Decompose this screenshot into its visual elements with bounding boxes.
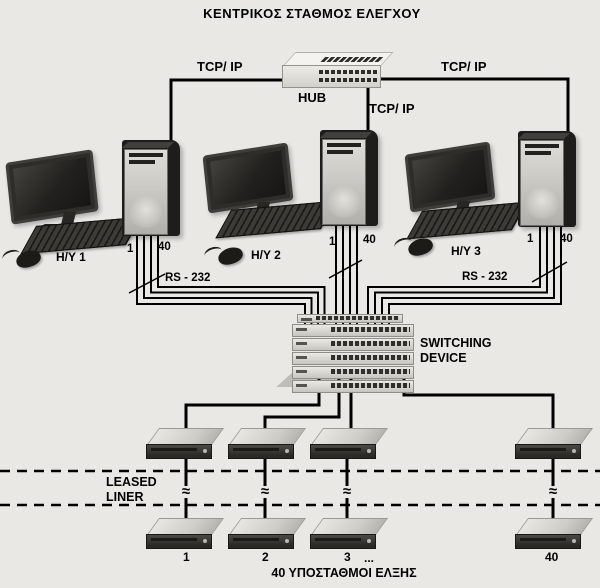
modem-bottom-4 [515,518,594,551]
pc-tower-1-top [122,142,174,148]
switch-unit-5 [292,380,414,393]
rs232-middle-bundle [335,222,358,328]
leased-line-dashes [0,469,600,507]
cable-break-slashes [128,259,568,294]
pc-tower-3 [518,131,576,227]
substations-caption: 40 ΥΠΟΣΤΑΘΜΟΙ ΕΛΞΗΣ [271,566,417,580]
switching-device [276,314,414,393]
tcp-ip-label-left: TCP/ IP [197,59,243,74]
substation-label-2: 2 [262,550,269,564]
pc-tower-3-bay1 [525,144,559,148]
workstation-3: H/Y 3 [404,141,574,273]
line-break-symbol-4: ≈ [547,483,559,500]
switch-unit-3 [292,352,414,365]
modem-bottom-3 [310,518,389,551]
monitor-1 [5,149,99,225]
tcp-ip-lines [169,77,570,142]
modem-bottom-2 [228,518,307,551]
pc-tower-3-top [518,133,570,139]
modem-bottom-2-front [228,534,294,549]
pc-tower-2-bay2 [327,150,353,154]
leased-line-label-line1: LEASED [106,475,157,489]
pc-tower-2-top [320,132,372,138]
pc-tower-2 [320,130,378,226]
monitor-2 [202,142,294,214]
switch-unit-top [297,314,403,323]
leased-line-label: LEASED LINER [106,475,157,505]
modem-top-3 [310,428,389,461]
tcp-ip-label-middle: TCP/ IP [369,101,415,116]
modem-bottom-4-front [515,534,581,549]
monitor-3 [404,141,496,213]
tcp-ip-label-right: TCP/ IP [441,59,487,74]
substation-label-40: 40 [545,550,559,564]
modem-top-3-front [310,444,376,459]
workstation-3-label: H/Y 3 [451,244,481,258]
rs232-label-left: RS - 232 [165,272,211,284]
modem-top-2-front [228,444,294,459]
tower2-port-first-label: 1 [329,236,336,248]
tower3-port-last-label: 40 [560,233,573,245]
hub-device [282,52,394,88]
page-title: ΚΕΝΤΡΙΚΟΣ ΣΤΑΘΜΟΣ ΕΛΕΓΧΟΥ [203,6,421,21]
line-break-symbol-1: ≈ [180,483,192,500]
pc-tower-3-front [520,140,564,226]
hub-top-ports [320,57,386,62]
monitor-2-screen [210,150,286,206]
modem-top-1 [146,428,225,461]
substation-ellipsis: ... [364,551,375,565]
modem-bottom-3-front [310,534,376,549]
pc-tower-1-bay1 [129,153,163,157]
hub-front-face [282,65,381,88]
monitor-3-screen [412,149,488,205]
modem-top-1-front [146,444,212,459]
pc-tower-3-vent [524,187,560,219]
substation-label-3: 3 [344,550,351,564]
switch-unit-2 [292,338,414,351]
pc-tower-2-vent [326,186,362,218]
workstation-1: H/Y 1 [4,148,174,278]
workstation-1-label: H/Y 1 [56,250,86,264]
pc-tower-3-bay2 [525,151,551,155]
rs232-label-right: RS - 232 [462,271,508,283]
hub-port-row-2 [318,78,377,82]
pc-tower-2-front [322,139,366,225]
modem-bottom-1 [146,518,225,551]
pc-tower-1-vent [128,196,164,228]
switch-unit-4 [292,366,414,379]
tower3-port-first-label: 1 [527,233,534,245]
hub-label: HUB [298,90,327,105]
pc-tower-1 [122,140,180,236]
switch-unit-1 [292,324,414,337]
pc-tower-1-bay2 [129,160,155,164]
pc-tower-2-bay1 [327,143,361,147]
switching-device-label: SWITCHING DEVICE [420,336,492,366]
modem-top-4 [515,428,594,461]
workstation-2: H/Y 2 [202,142,372,274]
workstation-2-label: H/Y 2 [251,248,281,262]
tower1-port-last-label: 40 [158,241,171,253]
substation-label-1: 1 [183,550,190,564]
line-break-symbol-2: ≈ [259,483,271,500]
modem-bottom-1-front [146,534,212,549]
hub-port-row-1 [318,70,377,74]
line-break-symbol-3: ≈ [341,483,353,500]
switching-device-label-line1: SWITCHING [420,336,492,350]
switching-device-label-line2: DEVICE [420,351,467,365]
mouse-3 [406,235,435,259]
pc-tower-1-front [124,149,168,235]
modem-top-4-front [515,444,581,459]
mouse-2 [216,244,245,268]
leased-line-label-line2: LINER [106,490,144,504]
tower2-port-last-label: 40 [363,234,376,246]
monitor-1-screen [12,157,92,217]
modem-top-2 [228,428,307,461]
tower1-port-first-label: 1 [127,243,134,255]
